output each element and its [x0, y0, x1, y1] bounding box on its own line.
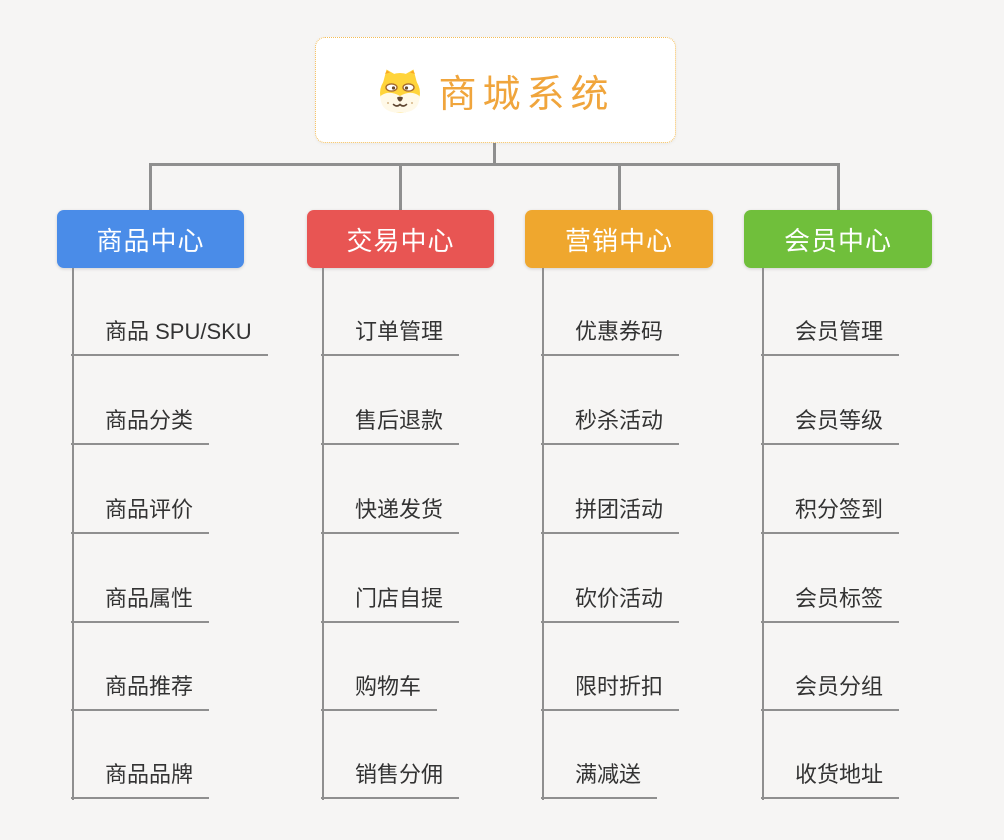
branch-node[interactable]: 交易中心: [307, 210, 494, 268]
leaf-node[interactable]: 收货地址: [761, 751, 900, 799]
connector-trunk: [322, 268, 324, 800]
shiba-dog-icon: [376, 66, 424, 114]
branch-label: 会员中心: [783, 225, 892, 256]
leaf-node[interactable]: 售后退款: [321, 397, 460, 445]
leaf-node[interactable]: 满减送: [541, 751, 658, 799]
branch-label: 营销中心: [564, 225, 673, 256]
leaf-node[interactable]: 会员管理: [761, 308, 900, 356]
root-title: 商城系统: [438, 73, 615, 116]
leaf-node[interactable]: 快递发货: [321, 486, 460, 534]
leaf-node[interactable]: 购物车: [321, 663, 438, 711]
connector-branch-stub: [399, 163, 402, 210]
connector-trunk: [762, 268, 764, 800]
leaf-node[interactable]: 优惠券码: [541, 308, 680, 356]
connector-branch-stub: [836, 163, 840, 210]
connector-trunk: [542, 268, 544, 800]
connector-main-bar: [149, 163, 839, 166]
branch-label: 商品中心: [96, 225, 205, 256]
leaf-node[interactable]: 限时折扣: [541, 663, 680, 711]
leaf-node[interactable]: 销售分佣: [321, 751, 460, 799]
leaf-node[interactable]: 门店自提: [321, 575, 460, 623]
leaf-node[interactable]: 订单管理: [321, 308, 460, 356]
leaf-node[interactable]: 砍价活动: [541, 575, 680, 623]
leaf-node[interactable]: 秒杀活动: [541, 397, 680, 445]
connector-root-stub: [493, 143, 496, 166]
leaf-node[interactable]: 商品推荐: [71, 663, 210, 711]
leaf-node[interactable]: 商品品牌: [71, 751, 210, 799]
branch-node[interactable]: 会员中心: [744, 210, 932, 268]
connector-trunk: [72, 268, 74, 800]
leaf-node[interactable]: 商品属性: [71, 575, 210, 623]
leaf-node[interactable]: 拼团活动: [541, 486, 680, 534]
leaf-node[interactable]: 积分签到: [761, 486, 900, 534]
branch-node[interactable]: 营销中心: [525, 210, 713, 268]
branch-label: 交易中心: [346, 225, 455, 256]
leaf-node[interactable]: 会员标签: [761, 575, 900, 623]
leaf-node[interactable]: 商品 SPU/SKU: [71, 308, 268, 356]
leaf-node[interactable]: 商品分类: [71, 397, 210, 445]
leaf-node[interactable]: 会员分组: [761, 663, 900, 711]
connector-branch-stub: [149, 163, 152, 210]
connector-branch-stub: [617, 163, 621, 210]
branch-node[interactable]: 商品中心: [57, 210, 244, 268]
root-node[interactable]: 商城系统: [315, 37, 676, 143]
leaf-node[interactable]: 商品评价: [71, 486, 210, 534]
leaf-node[interactable]: 会员等级: [761, 397, 900, 445]
